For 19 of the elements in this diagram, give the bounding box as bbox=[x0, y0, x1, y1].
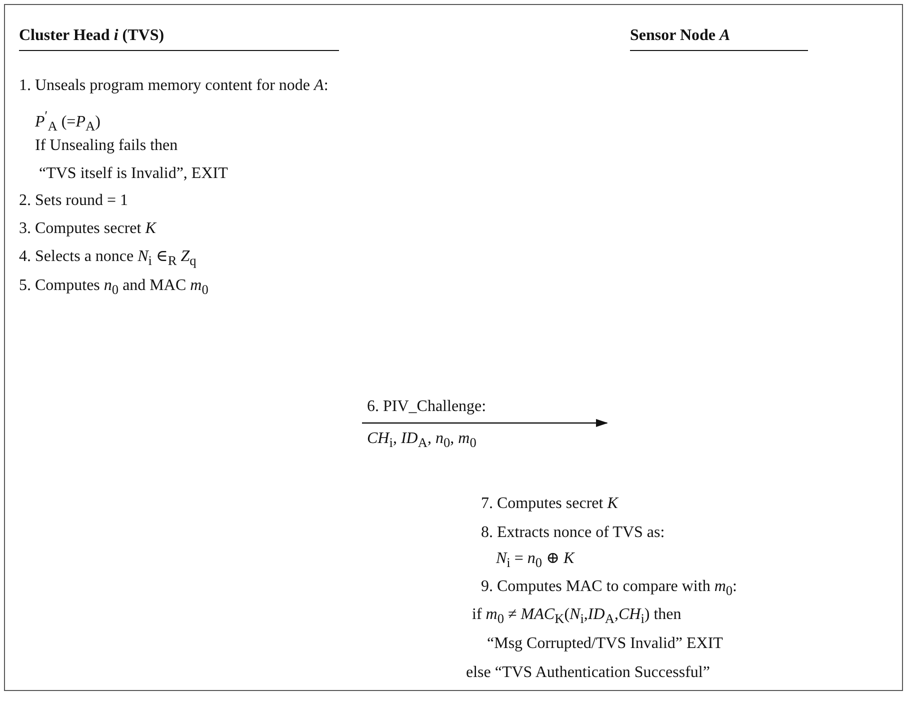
column-heading: Sensor Node A bbox=[630, 26, 808, 51]
protocol-step: 3. Computes secret K bbox=[19, 219, 156, 239]
protocol-step: P$^{′}$$_{A}$ (=P$_{A}$) bbox=[35, 106, 100, 137]
column-heading: Cluster Head i (TVS) bbox=[19, 26, 339, 51]
protocol-step: if m$_{0}$ ≠ MAC$_{K}$(N$_{i}$,ID$_{A}$,CH$_{i}$) then bbox=[472, 605, 682, 630]
message-content: CH$_{i}$, ID$_{A}$, n$_{0}$, m$_{0}$ bbox=[367, 429, 476, 452]
protocol-step: 5. Computes n$_{0}$ and MAC m$_{0}$ bbox=[19, 276, 208, 300]
protocol-step: N$_{i}$ = n$_{0}$ ⊕ K bbox=[496, 549, 574, 574]
protocol-step: If Unsealing fails then bbox=[35, 136, 178, 156]
protocol-step: 8. Extracts nonce of TVS as: bbox=[481, 523, 665, 543]
protocol-step: 2. Sets round = 1 bbox=[19, 191, 128, 211]
protocol-step: 4. Selects a nonce N$_{i}$ ∈$_{R}$ Z$_{q}$ bbox=[19, 247, 196, 272]
protocol-step: 9. Computes MAC to compare with m$_{0}$: bbox=[481, 577, 737, 602]
protocol-step: “TVS itself is Invalid”, EXIT bbox=[39, 164, 228, 184]
protocol-step: 1. Unseals program memory content for node A: bbox=[19, 76, 328, 96]
message-name: 6. PIV_Challenge: bbox=[367, 397, 486, 417]
protocol-step: “Msg Corrupted/TVS Invalid” EXIT bbox=[487, 634, 723, 654]
protocol-step: else “TVS Authentication Successful” bbox=[466, 663, 710, 683]
protocol-step: 7. Computes secret K bbox=[481, 494, 618, 514]
